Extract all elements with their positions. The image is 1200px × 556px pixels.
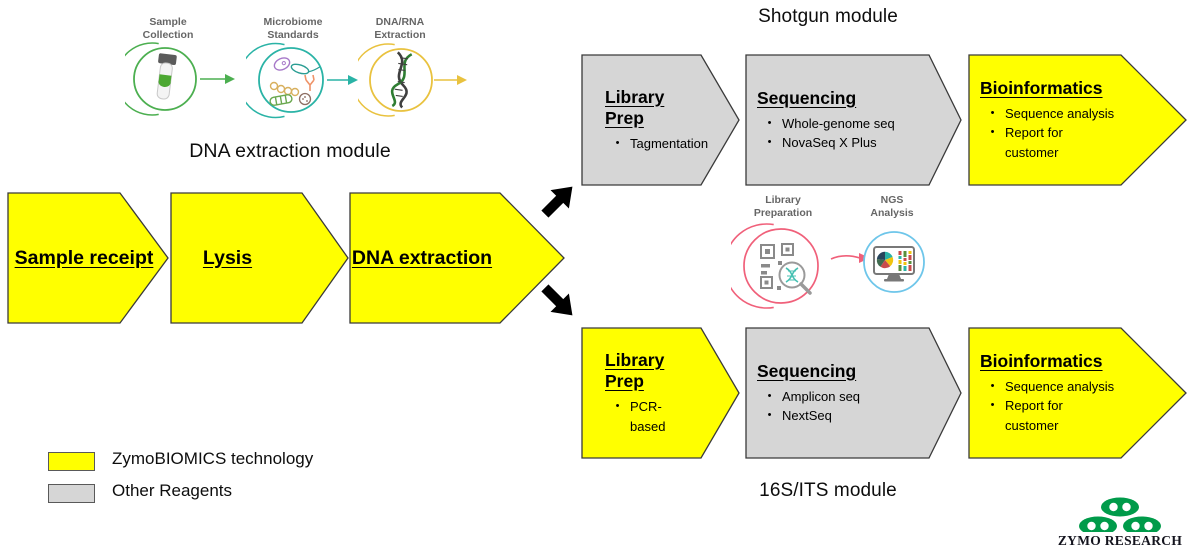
step-bullet: • Whole-genome seq	[757, 114, 922, 134]
flow-step-label: DNA extraction	[351, 246, 493, 269]
bullet-icon: •	[990, 106, 995, 119]
flow-step-dna-extraction: DNA extraction	[349, 192, 565, 324]
shotgun-step-bioinformatics: Bioinformatics • Sequence analysis • Rep…	[968, 54, 1187, 186]
step-bullet: • Report for customer	[980, 396, 1121, 435]
bullet-icon: •	[767, 409, 772, 421]
shotgun-module-title: Shotgun module	[758, 6, 898, 27]
step-bullet: • Tagmentation	[605, 134, 709, 154]
bullet-icon: •	[615, 136, 620, 149]
dna-extraction-module-title: DNA extraction module	[189, 140, 391, 162]
ngs-analysis-label: NGS Analysis	[870, 194, 914, 220]
bullet-icon: •	[767, 116, 772, 129]
microbiome-standards-label: Microbiome Standards	[263, 16, 323, 42]
branch-arrow-up-icon	[541, 186, 573, 218]
dna-rna-extraction-label: DNA/RNA Extraction	[374, 16, 426, 42]
bullet-icon: •	[990, 399, 995, 412]
qr-magnifier-icon	[731, 223, 819, 309]
flow-step-sample-receipt: Sample receipt	[7, 192, 169, 324]
amplicon-step-bioinformatics: Bioinformatics • Sequence analysis • Rep…	[968, 327, 1187, 459]
flow-step-label: Sample receipt	[14, 246, 154, 269]
step-bullet: • Report for customer	[980, 123, 1121, 162]
step-bullet: • Sequence analysis	[980, 104, 1121, 124]
step-bullet: • PCR-based	[605, 397, 696, 436]
flow-step-label: Lysis	[202, 246, 253, 269]
legend-label-zymobiomics: ZymoBIOMICS technology	[112, 449, 314, 468]
microbes-icon	[246, 42, 358, 119]
dna-helix-icon	[358, 43, 467, 117]
step-heading: Bioinformatics	[980, 77, 1103, 98]
amplicon-step-sequencing: Sequencing • Amplicon seq • NextSeq	[745, 327, 962, 459]
collection-tube-icon	[125, 42, 235, 116]
legend-swatch-zymobiomics	[48, 452, 95, 471]
bullet-icon: •	[767, 136, 772, 148]
shotgun-step-sequencing: Sequencing • Whole-genome seq • NovaSeq …	[745, 54, 962, 186]
step-heading: Sequencing	[757, 87, 857, 108]
amplicon-module-title: 16S/ITS module	[759, 480, 897, 501]
shotgun-step-library-prep: Library Prep • Tagmentation	[581, 54, 740, 186]
legend-swatch-other-reagents	[48, 484, 95, 503]
step-heading: Library Prep	[605, 350, 665, 391]
zymo-research-logo-icon	[1079, 497, 1161, 532]
bullet-icon: •	[615, 400, 620, 412]
branch-arrow-down-icon	[541, 284, 573, 316]
step-heading: Sequencing	[757, 360, 857, 381]
zymo-research-logo-text: ZYMO RESEARCH	[1057, 533, 1183, 548]
library-preparation-label: Library Preparation	[753, 194, 813, 220]
legend-label-other-reagents: Other Reagents	[112, 481, 233, 500]
step-heading: Bioinformatics	[980, 350, 1103, 371]
step-bullet: • Amplicon seq	[757, 387, 922, 407]
step-bullet: • NovaSeq X Plus	[757, 133, 922, 153]
bullet-icon: •	[990, 379, 995, 392]
monitor-analysis-icon	[863, 231, 925, 293]
amplicon-step-library-prep: Library Prep • PCR-based	[581, 327, 740, 459]
step-heading: Library Prep	[605, 86, 665, 128]
bullet-icon: •	[990, 126, 995, 139]
step-bullet: • Sequence analysis	[980, 377, 1121, 397]
step-bullet: • NextSeq	[757, 406, 922, 426]
sample-collection-label: Sample Collection	[142, 16, 194, 42]
bullet-icon: •	[767, 389, 772, 402]
flow-step-lysis: Lysis	[170, 192, 349, 324]
